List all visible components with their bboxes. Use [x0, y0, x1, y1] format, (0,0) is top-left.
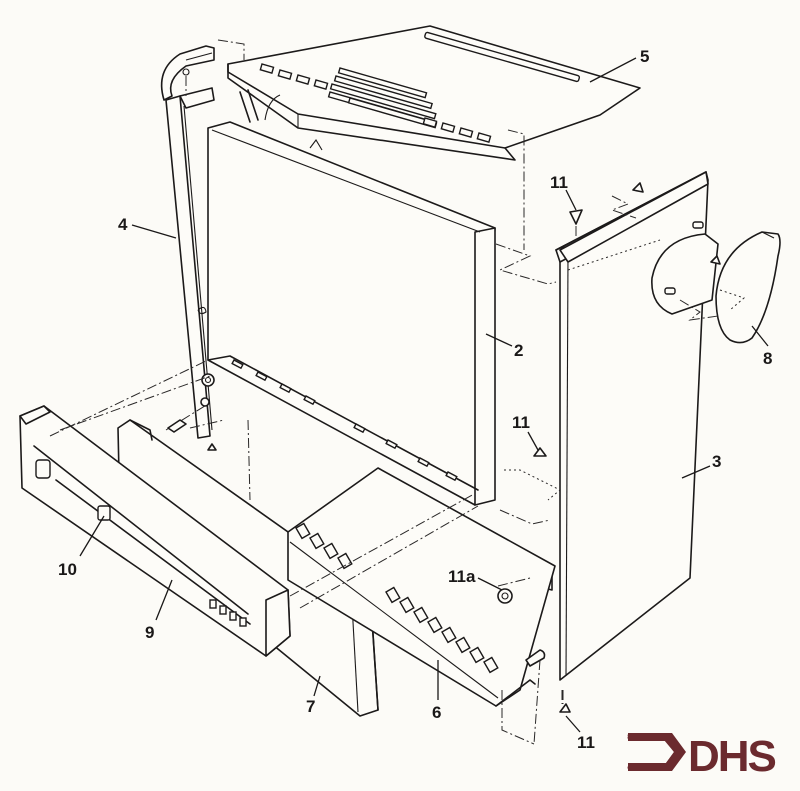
front-fascia-part: [19, 405, 291, 657]
callout-9: 9: [145, 579, 173, 642]
svg-text:11: 11: [550, 173, 568, 192]
callout-5: 5: [589, 47, 649, 83]
svg-text:11: 11: [512, 413, 530, 432]
callout-11-bottom: 11: [565, 715, 595, 752]
callout-6: 6: [432, 660, 441, 722]
callout-7: 7: [306, 675, 321, 716]
svg-text:11: 11: [577, 733, 595, 752]
dhs-logo: DHS: [627, 732, 778, 781]
svg-text:4: 4: [118, 215, 128, 234]
svg-text:9: 9: [145, 623, 154, 642]
callout-11-mid: 11: [512, 413, 539, 451]
callout-10: 10: [58, 515, 105, 579]
callout-2: 2: [485, 333, 523, 360]
callout-3: 3: [681, 452, 721, 479]
callout-11a: 11a: [448, 567, 503, 591]
svg-text:11a: 11a: [448, 567, 476, 586]
bottom-rail-part: [287, 467, 556, 707]
svg-text:7: 7: [306, 697, 315, 716]
alignment-lines: [49, 39, 745, 745]
svg-text:5: 5: [640, 47, 649, 66]
vent-grid: [327, 67, 438, 129]
svg-text:6: 6: [432, 703, 441, 722]
svg-text:10: 10: [58, 560, 77, 579]
inner-panel-part: [207, 121, 496, 506]
left-upright-part: [160, 45, 217, 451]
fasteners: [167, 209, 583, 713]
callout-4: 4: [118, 215, 177, 239]
control-knobs: [209, 599, 247, 627]
svg-text:8: 8: [763, 349, 772, 368]
svg-text:2: 2: [514, 341, 523, 360]
right-side-panel-part: [526, 171, 721, 681]
callout-8: 8: [751, 325, 772, 368]
logo-text: DHS: [688, 732, 776, 781]
end-cap-part: [715, 231, 781, 344]
svg-text:3: 3: [712, 452, 721, 471]
callout-11-top: 11: [550, 173, 577, 211]
top-cover-part: [227, 25, 641, 161]
